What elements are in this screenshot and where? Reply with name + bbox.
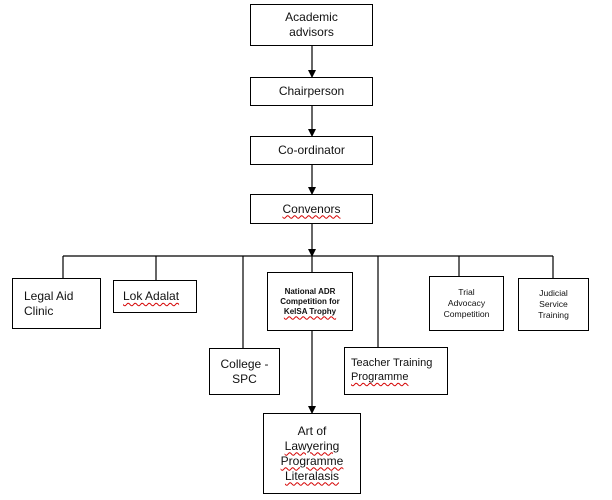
- node-trial-advocacy: Trial Advocacy Competition: [429, 276, 504, 331]
- node-text-line: Competition: [443, 308, 490, 319]
- node-teacher-training: Teacher Training Programme: [344, 347, 448, 395]
- node-college-spc: College - SPC: [209, 348, 280, 395]
- node-text-line: Teacher Training: [351, 357, 433, 370]
- node-chairperson: Chairperson: [250, 77, 373, 106]
- node-text-line: Programme: [351, 371, 409, 383]
- node-text-line: Competition for: [280, 296, 340, 306]
- node-text-line: Trial: [458, 287, 475, 298]
- node-coordinator: Co-ordinator: [250, 136, 373, 165]
- node-text-line: Service: [539, 299, 568, 310]
- node-text-line: Chairperson: [278, 84, 345, 98]
- node-convenors: Convenors: [250, 194, 373, 224]
- node-judicial-service: Judicial Service Training: [518, 278, 589, 331]
- node-text-line: Lawyering: [284, 438, 340, 453]
- node-text-line: Academic: [285, 10, 338, 24]
- node-text-line: National ADR: [284, 286, 336, 296]
- node-text-line: advisors: [289, 25, 334, 39]
- node-text-line: Training: [538, 309, 569, 320]
- node-text-line: Legal Aid: [24, 288, 74, 303]
- node-text-line: Co-ordinator: [278, 143, 345, 157]
- node-text-line: Convenors: [282, 201, 341, 216]
- node-legal-aid-clinic: Legal Aid Clinic: [12, 278, 101, 329]
- node-text-line: SPC: [232, 371, 257, 386]
- node-text-line: Art of: [297, 423, 327, 438]
- node-text-line: KelSA Trophy: [283, 306, 337, 316]
- node-text-line: College -: [220, 356, 269, 371]
- node-text-line: Programme: [280, 453, 344, 468]
- node-text-line: Clinic: [24, 303, 54, 318]
- node-art-of-lawyering: Art of Lawyering Programme Literalasis: [263, 413, 361, 494]
- node-national-adr: National ADR Competition for KelSA Troph…: [267, 272, 353, 331]
- node-text-line: Literalasis: [284, 468, 340, 483]
- node-academic-advisors: Academic advisors: [250, 4, 373, 46]
- node-text-line: Lok Adalat: [123, 289, 180, 303]
- node-text-line: Judicial: [539, 288, 568, 299]
- node-lok-adalat: Lok Adalat: [113, 280, 197, 313]
- node-text-line: Advocacy: [447, 298, 486, 309]
